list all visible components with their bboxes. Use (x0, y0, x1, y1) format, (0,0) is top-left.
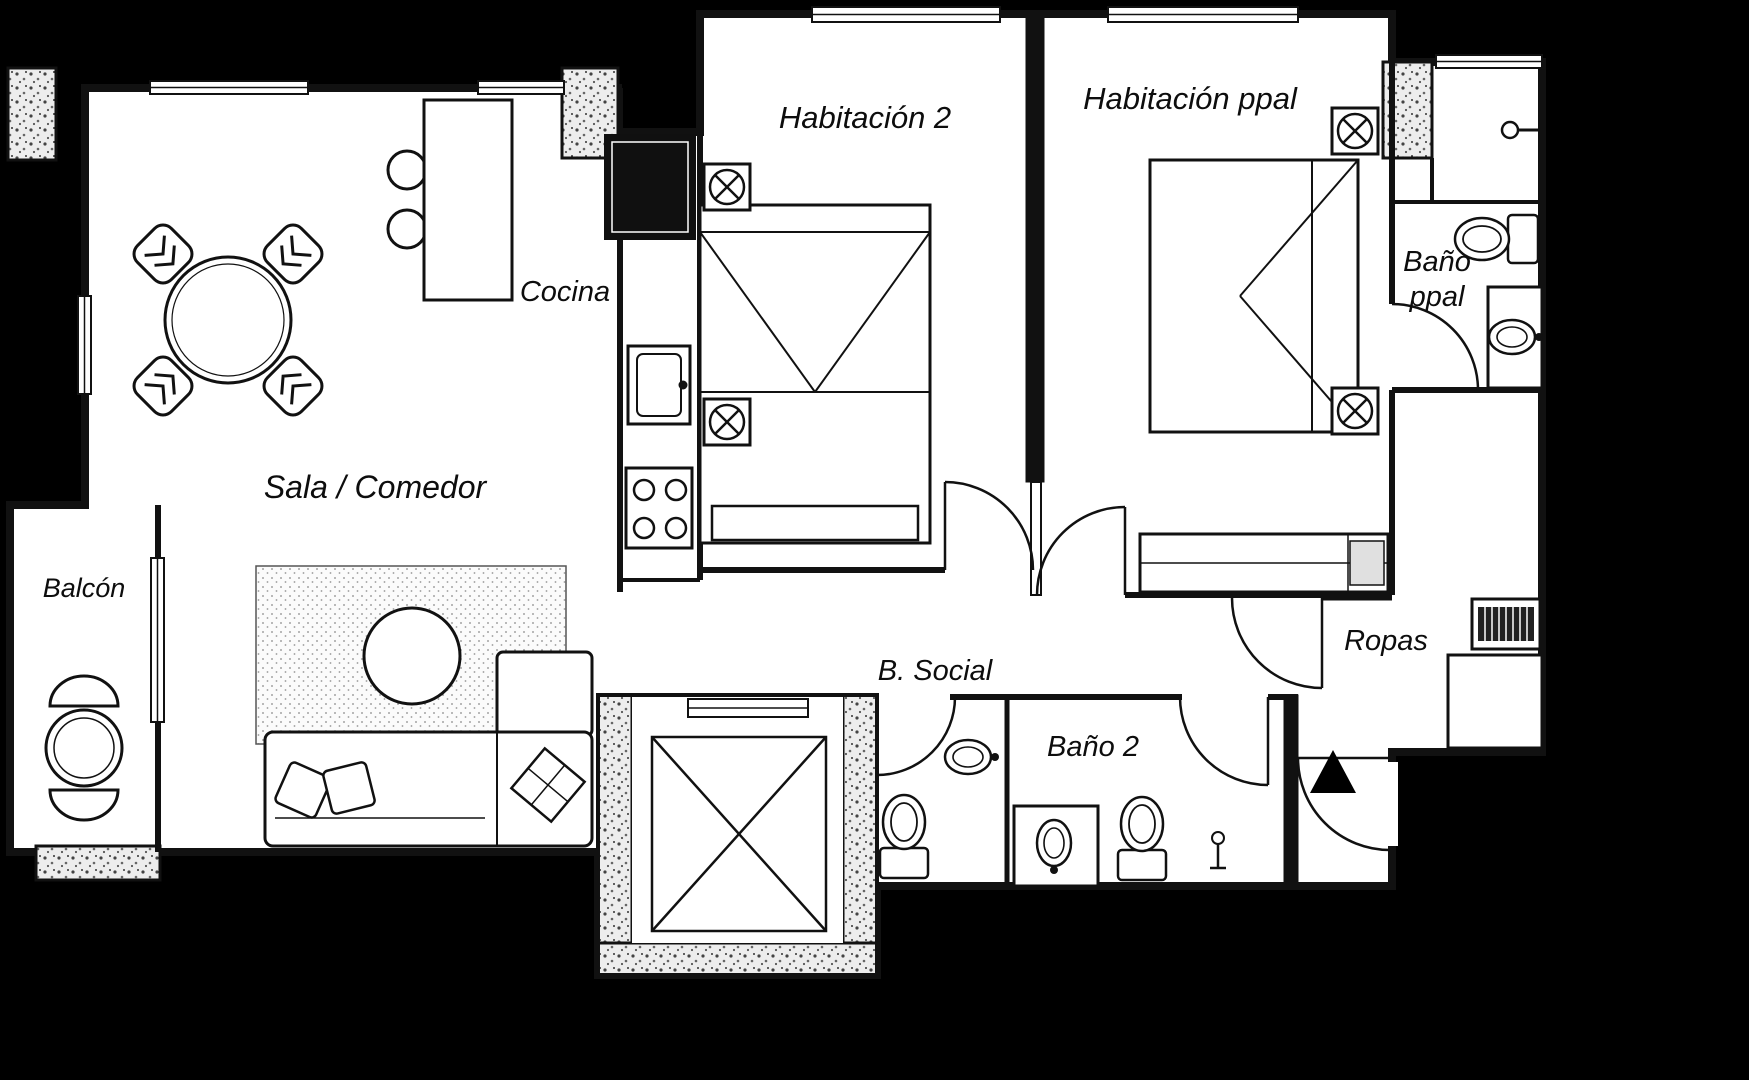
door-habitacion2 (943, 480, 1035, 571)
label-bano-ppal-line1: Baño (1403, 246, 1471, 278)
label-cocina: Cocina (520, 276, 610, 308)
bed-hab2 (698, 203, 932, 545)
ceiling-light-icon (1330, 386, 1380, 436)
bano-ppal-fixtures (1453, 120, 1545, 390)
label-habitacion-ppal: Habitación ppal (1083, 81, 1298, 116)
sofa-throw (509, 746, 587, 824)
closet (1138, 532, 1390, 594)
burner-icon (632, 516, 656, 540)
window-hab2-top (811, 6, 1001, 23)
laundry-vent (1470, 597, 1542, 651)
label-bano2: Baño 2 (1047, 731, 1139, 763)
window-banoppal-top (1435, 54, 1543, 69)
sofa-pillow (322, 761, 376, 815)
window-sala-top-1 (149, 80, 309, 95)
burner-icon (664, 478, 688, 502)
dining-set (127, 218, 329, 422)
kitchen-counter (422, 98, 514, 302)
habitacion-ppal-furniture (1138, 106, 1390, 594)
sofa-pillow (274, 761, 332, 819)
wall-block-balcony-bottom (34, 844, 162, 882)
ropas-fixtures (1446, 597, 1544, 750)
toilet-icon (1116, 795, 1168, 882)
balcony-table (44, 708, 124, 788)
label-habitacion2: Habitación 2 (779, 100, 951, 135)
window-habppal-top (1107, 6, 1299, 23)
burner-icon (632, 478, 656, 502)
kitchen-service-block (604, 134, 696, 240)
shower-drain-icon (1210, 831, 1226, 870)
elevator (596, 693, 879, 977)
dining-table (163, 255, 293, 385)
ceiling-light-icon (702, 162, 752, 212)
door-bano2 (1178, 696, 1270, 787)
bed-ppal (1148, 158, 1360, 434)
label-b-social: B. Social (878, 655, 994, 687)
window-sala-left (77, 295, 92, 395)
toilet-icon (878, 793, 930, 880)
balcony-chair (48, 674, 120, 708)
habitacion2-furniture (698, 162, 932, 545)
room-labels: Habitación 2 Habitación ppal Cocina Baño… (43, 81, 1471, 763)
bed-bench (710, 504, 920, 542)
label-ropas: Ropas (1344, 625, 1428, 657)
balcony-chair (48, 788, 120, 822)
kitchen-stool (386, 149, 428, 191)
entry-arrow-icon (1310, 750, 1356, 793)
shower-valve-icon (1500, 120, 1542, 140)
label-balcon: Balcón (43, 573, 126, 603)
kitchen-sink (626, 344, 692, 426)
door-bano-ppal (1391, 302, 1480, 391)
laundry-counter (1446, 653, 1544, 750)
burner-icon (664, 516, 688, 540)
window-balcony-divider (150, 505, 165, 852)
windows (77, 6, 1543, 852)
kitchen-stove (624, 466, 694, 550)
living-area (255, 565, 594, 848)
faucet-icon (678, 380, 688, 390)
label-sala-comedor: Sala / Comedor (264, 469, 488, 505)
wall-bedroom-divider (1025, 13, 1045, 483)
label-bano-ppal-line2: ppal (1409, 281, 1466, 313)
kitchen-stool (386, 208, 428, 250)
doors (875, 302, 1480, 852)
entry-door (1296, 750, 1398, 852)
kitchen-peninsula (386, 98, 514, 302)
sofa-chaise (495, 650, 594, 738)
balcony-set (44, 674, 124, 822)
wall-bath-strip-right (1283, 694, 1299, 887)
wall-block-top-left (6, 66, 58, 162)
door-habitacion-ppal (1035, 505, 1127, 596)
coffee-table (362, 606, 462, 706)
door-ropas (1230, 597, 1324, 690)
ceiling-light-icon (702, 397, 752, 447)
bano2-fixtures (1012, 795, 1226, 888)
ceiling-light-icon (1330, 106, 1380, 156)
window-sala-top-2 (477, 80, 565, 95)
